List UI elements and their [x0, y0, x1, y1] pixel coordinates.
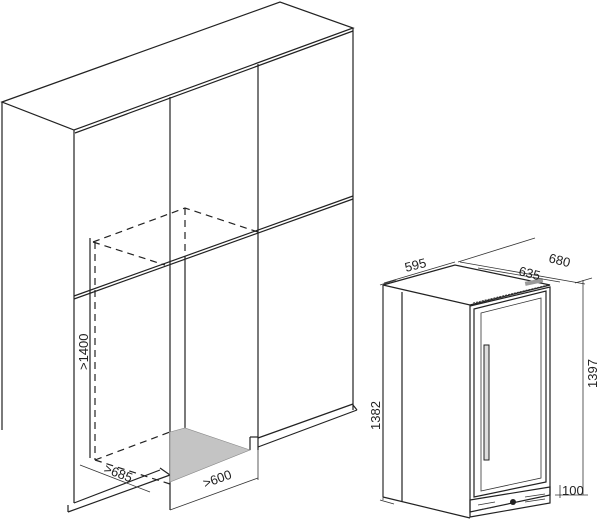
appliance-base-label: 100 — [562, 483, 584, 498]
wine-cooler — [379, 237, 593, 519]
appliance-width-label: 595 — [403, 255, 428, 275]
cabinet-height-label: >1400 — [76, 333, 91, 370]
door-handle — [483, 344, 490, 461]
floor-area — [169, 427, 251, 483]
cabinet-top — [0, 1, 355, 131]
tall-cabinet — [0, 1, 358, 513]
appliance-depth-body-label: 635 — [517, 263, 542, 283]
appliance-height-total-label: 1397 — [585, 359, 600, 388]
control-knob — [510, 499, 516, 505]
cabinet-width-label: >600 — [201, 467, 234, 491]
cabinet-depth-label: >685 — [102, 461, 135, 486]
appliance-depth-total-label: 680 — [547, 250, 572, 270]
appliance-height-body-label: 1382 — [368, 401, 383, 430]
